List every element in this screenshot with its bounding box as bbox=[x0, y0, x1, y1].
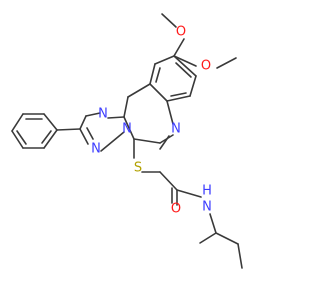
triazole-nitrogen-top: N bbox=[98, 107, 108, 122]
bond bbox=[79, 115, 87, 130]
bond bbox=[189, 75, 197, 97]
bond bbox=[133, 138, 161, 144]
bond bbox=[43, 129, 58, 149]
molecule-structure: O O N N N N S O N H bbox=[0, 0, 300, 300]
bond bbox=[16, 130, 27, 145]
bond bbox=[11, 113, 24, 132]
bond bbox=[166, 100, 174, 125]
bond bbox=[159, 171, 178, 191]
bond bbox=[154, 55, 175, 65]
bond bbox=[209, 213, 217, 234]
bond bbox=[173, 38, 185, 57]
bond bbox=[175, 62, 192, 78]
bond bbox=[41, 130, 52, 144]
bond bbox=[173, 55, 197, 77]
bond bbox=[100, 131, 125, 152]
bond bbox=[149, 83, 168, 102]
bond bbox=[43, 113, 58, 131]
bond bbox=[216, 57, 237, 69]
bond bbox=[170, 92, 187, 97]
bond bbox=[56, 128, 81, 131]
bond bbox=[166, 95, 191, 102]
bond bbox=[155, 67, 161, 83]
bond bbox=[176, 189, 202, 198]
methoxy-oxygen-right: O bbox=[201, 59, 211, 74]
background bbox=[0, 0, 300, 300]
bond bbox=[173, 55, 197, 67]
bond bbox=[85, 112, 101, 117]
bond bbox=[199, 232, 217, 244]
triazole-nitrogen-bottom: N bbox=[91, 142, 101, 157]
bridgehead-nitrogen: N bbox=[122, 122, 132, 137]
amide-hydrogen: H bbox=[202, 184, 212, 199]
bond bbox=[127, 83, 151, 98]
bond bbox=[123, 96, 129, 118]
bond bbox=[86, 127, 94, 140]
bond bbox=[215, 232, 239, 245]
molecule-canvas: O O N N N N S O N H bbox=[0, 0, 300, 300]
bond bbox=[237, 243, 243, 269]
bond bbox=[107, 116, 125, 119]
amide-nitrogen: N bbox=[202, 200, 212, 215]
quinazoline-nitrogen: N bbox=[171, 122, 181, 137]
bond bbox=[159, 135, 170, 150]
bond bbox=[123, 116, 135, 140]
bond bbox=[161, 13, 177, 28]
bonds bbox=[11, 13, 243, 269]
bond bbox=[149, 63, 156, 85]
bond bbox=[11, 130, 24, 149]
atom-labels: O O N N N N S O N H bbox=[91, 25, 212, 217]
thioether-sulfur: S bbox=[134, 161, 142, 176]
carbonyl-oxygen: O bbox=[171, 202, 181, 217]
bond bbox=[79, 128, 89, 145]
methoxy-oxygen-top: O bbox=[176, 25, 186, 40]
